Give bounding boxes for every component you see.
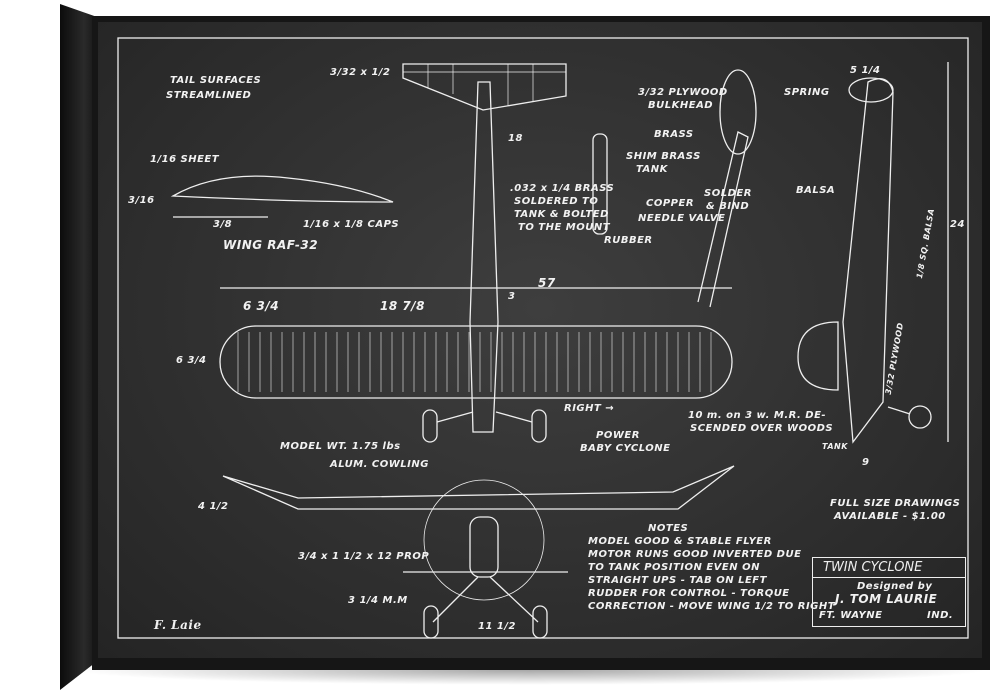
title-block: TWIN CYCLONE Designed by J. TOM LAURIE F… [812, 557, 966, 627]
wing-span-label: 57 [538, 276, 556, 290]
notes-line: MOTOR RUNS GOOD INVERTED DUE [588, 549, 802, 560]
blueprint-drawing [117, 37, 969, 639]
spar-dim-label: 3/32 x 1/2 [330, 67, 391, 78]
solder-label-1: SOLDER [704, 188, 752, 199]
main-wing [219, 325, 733, 399]
brass-strip-3: TANK & BOLTED [514, 209, 609, 220]
brass-label: BRASS [654, 129, 694, 140]
spring-label: SPRING [784, 87, 830, 98]
notes-line: RUDDER FOR CONTROL - TORQUE [588, 588, 790, 599]
copper-label: COPPER [646, 198, 695, 209]
gear-label: 11 1/2 [478, 621, 516, 632]
wing-center-label: 18 7/8 [380, 299, 425, 313]
plywood-label-2: BULKHEAD [648, 100, 714, 111]
brass-strip-2: SOLDERED TO [514, 196, 599, 207]
flight-label-1: 10 m. on 3 w. M.R. DE- [688, 410, 827, 421]
notes-heading: NOTES [648, 523, 689, 534]
cowling-label: ALUM. COWLING [330, 459, 429, 470]
wing-tip-label: 6 3/4 [243, 299, 280, 313]
brass-strip-4: TO THE MOUNT [518, 222, 611, 233]
needle-valve-label: NEEDLE VALVE [638, 213, 726, 224]
flight-label-2: SCENDED OVER WOODS [690, 423, 834, 434]
designer-name: J. TOM LAURIE [835, 592, 938, 606]
tank-label: TANK [822, 442, 848, 451]
side-top-label: 5 1/4 [850, 65, 881, 76]
notes-line: STRAIGHT UPS - TAB ON LEFT [588, 575, 767, 586]
fuselage-length-label: 24 [950, 219, 965, 230]
title-block-title: TWIN CYCLONE [813, 558, 965, 578]
dim-3-8: 3/8 [213, 219, 233, 230]
dim-3-16: 3/16 [128, 195, 155, 206]
dim-3-label: 3 [508, 291, 516, 302]
wheels-label: 3 1/4 M.M [348, 595, 408, 606]
tail-span-label: 18 [508, 133, 523, 144]
inner-border [117, 37, 969, 639]
prop-label: 3/4 x 1 1/2 x 12 PROP [298, 551, 430, 562]
streamlined-label: STREAMLINED [166, 90, 252, 101]
solder-label-2: & BIND [706, 201, 750, 212]
power-label-2: BABY CYCLONE [580, 443, 671, 454]
wing-section-label: WING RAF-32 [223, 238, 319, 252]
rubber-label: RUBBER [604, 235, 653, 246]
chord-label: 6 3/4 [176, 355, 207, 366]
balsa-label: BALSA [796, 185, 836, 196]
sheet-label: 1/16 SHEET [150, 154, 220, 165]
fuselage-plan [469, 81, 499, 433]
blueprint-canvas: TAIL SURFACES STREAMLINED 3/32 x 1/2 1/1… [98, 22, 982, 658]
designer-city: FT. WAYNE [819, 610, 883, 621]
front-wing [222, 465, 735, 510]
notes-line: TO TANK POSITION EVEN ON [588, 562, 760, 573]
shim-label-1: SHIM BRASS [626, 151, 701, 162]
artist-signature: F. Laie [154, 618, 202, 632]
tail-plan [402, 63, 567, 111]
power-label-1: POWER [596, 430, 640, 441]
designed-by-label: Designed by [857, 581, 933, 592]
notes-line: CORRECTION - MOVE WING 1/2 TO RIGHT [588, 601, 836, 612]
designer-state: IND. [927, 610, 954, 621]
notes-block: NOTES MODEL GOOD & STABLE FLYER MOTOR RU… [588, 522, 835, 613]
side-bottom-label: 9 [862, 457, 870, 468]
full-size-label-1: FULL SIZE DRAWINGS [830, 498, 961, 509]
brass-strip-1: .032 x 1/4 BRASS [510, 183, 615, 194]
wing-airfoil [170, 175, 394, 203]
tail-surfaces-label: TAIL SURFACES [170, 75, 262, 86]
plywood-label-1: 3/32 PLYWOOD [638, 87, 728, 98]
caps-label: 1/16 x 1/8 CAPS [303, 219, 400, 230]
full-size-label-2: AVAILABLE - $1.00 [834, 511, 946, 522]
notes-line: MODEL GOOD & STABLE FLYER [588, 536, 772, 547]
dihedral-label: 4 1/2 [198, 501, 229, 512]
model-weight-label: MODEL WT. 1.75 lbs [280, 441, 401, 452]
right-label: RIGHT → [564, 403, 615, 414]
shim-label-2: TANK [636, 164, 668, 175]
